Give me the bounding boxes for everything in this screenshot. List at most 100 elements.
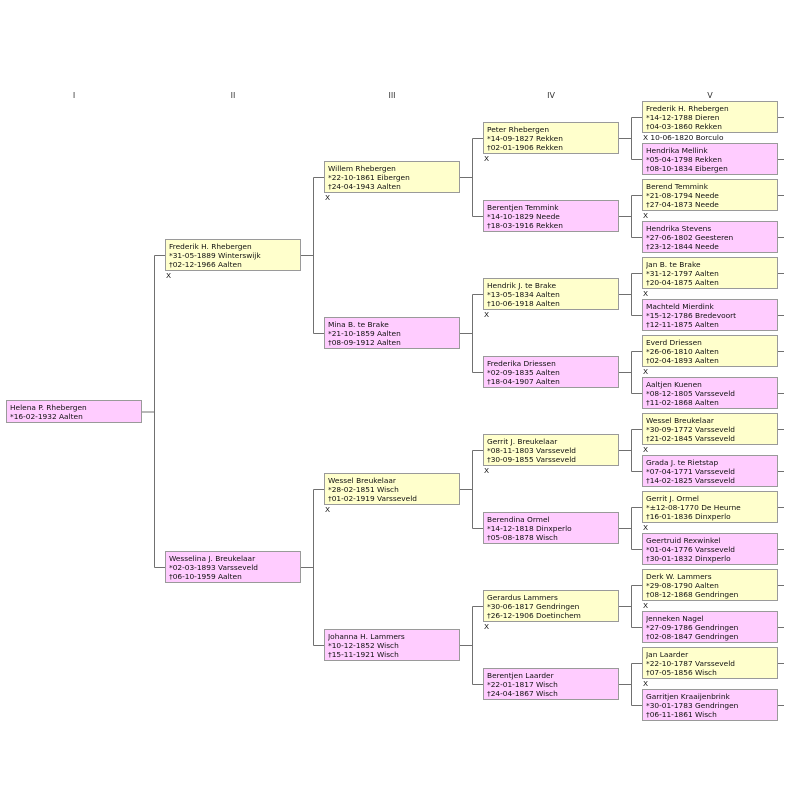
person-name: Hendrika Stevens (646, 224, 712, 233)
person-box[interactable]: Gerardus Lammers*30-06-1817 Gendringen†2… (483, 590, 619, 622)
marriage-marker: X (643, 523, 649, 532)
birth-date: *15-12-1786 Bredevoort (646, 311, 737, 320)
birth-date: *14-12-1788 Dieren (646, 113, 720, 122)
person-box[interactable]: Hendrik J. te Brake*13-05-1834 Aalten†10… (483, 278, 619, 310)
person-box[interactable]: Geertruid Rexwinkel*01-04-1776 Varssevel… (642, 533, 778, 565)
person-name: Berentjen Temmink (487, 203, 559, 212)
person-box[interactable]: Helena P. Rhebergen*16-02-1932 Aalten (6, 400, 142, 423)
person-box[interactable]: Gerrit J. Ormel*±12-08-1770 De Heurne†16… (642, 491, 778, 523)
person-name: Derk W. Lammers (646, 572, 712, 581)
birth-date: *22-10-1861 Eibergen (328, 173, 410, 182)
marriage-marker: X (643, 679, 649, 688)
marriage-marker: X 10-06-1820 Borculo (643, 133, 724, 142)
person-name: Geertruid Rexwinkel (646, 536, 721, 545)
person-box[interactable]: Gerrit J. Breukelaar*08-11-1803 Varsseve… (483, 434, 619, 466)
death-date: †26-12-1906 Doetinchem (487, 611, 581, 620)
marriage-marker: X (484, 622, 490, 631)
birth-date: *10-12-1852 Wisch (328, 641, 399, 650)
death-date: †16-01-1836 Dinxperlo (646, 512, 731, 521)
person-box[interactable]: Frederika Driessen*02-09-1835 Aalten†18-… (483, 356, 619, 388)
person-name: Grada J. te Rietstap (646, 458, 719, 467)
person-box[interactable]: Mina B. te Brake*21-10-1859 Aalten†08-09… (324, 317, 460, 349)
death-date: †27-04-1873 Neede (646, 200, 719, 209)
person-name: Peter Rhebergen (487, 125, 550, 134)
birth-date: *31-12-1797 Aalten (646, 269, 719, 278)
person-name: Frederika Driessen (487, 359, 556, 368)
death-date: †23-12-1844 Neede (646, 242, 719, 251)
person-box[interactable]: Johanna H. Lammers*10-12-1852 Wisch†15-1… (324, 629, 460, 661)
person-box[interactable]: Berendina Ormel*14-12-1818 Dinxperlo†05-… (483, 512, 619, 544)
person-name: Gerrit J. Ormel (646, 494, 699, 503)
person-name: Machteld Mierdink (646, 302, 714, 311)
death-date: †06-11-1861 Wisch (646, 710, 717, 719)
person-name: Hendrik J. te Brake (487, 281, 557, 290)
marriage-marker: X (325, 193, 331, 202)
person-box[interactable]: Everd Driessen*26-06-1810 Aalten†02-04-1… (642, 335, 778, 367)
birth-date: *16-02-1932 Aalten (10, 412, 83, 421)
death-date: †01-02-1919 Varsseveld (328, 494, 417, 503)
person-name: Wessel Breukelaar (646, 416, 714, 425)
death-date: †02-04-1893 Aalten (646, 356, 719, 365)
person-box[interactable]: Berentjen Laarder*22-01-1817 Wisch†24-04… (483, 668, 619, 700)
person-name: Wessel Breukelaar (328, 476, 396, 485)
person-name: Frederik H. Rhebergen (646, 104, 729, 113)
person-box[interactable]: Jenneken Nagel*27-09-1786 Gendringen†02-… (642, 611, 778, 643)
marriage-marker: X (325, 505, 331, 514)
marriage-marker: X (643, 289, 649, 298)
death-date: †12-11-1875 Aalten (646, 320, 719, 329)
person-box[interactable]: Peter Rhebergen*14-09-1827 Rekken†02-01-… (483, 122, 619, 154)
person-name: Jan B. te Brake (646, 260, 701, 269)
person-name: Garritjen Kraaijenbrink (646, 692, 730, 701)
birth-date: *29-08-1790 Aalten (646, 581, 719, 590)
person-box[interactable]: Berentjen Temmink*14-10-1829 Neede†18-03… (483, 200, 619, 232)
person-name: Jenneken Nagel (646, 614, 704, 623)
death-date: †21-02-1845 Varsseveld (646, 434, 735, 443)
birth-date: *02-03-1893 Varsseveld (169, 563, 258, 572)
person-box[interactable]: Wessel Breukelaar*30-09-1772 Varsseveld†… (642, 413, 778, 445)
person-name: Hendrika Mellink (646, 146, 708, 155)
birth-date: *08-11-1803 Varsseveld (487, 446, 576, 455)
person-box[interactable]: Frederik H. Rhebergen*31-05-1889 Winters… (165, 239, 301, 271)
death-date: †08-10-1834 Eibergen (646, 164, 728, 173)
person-name: Gerrit J. Breukelaar (487, 437, 558, 446)
person-box[interactable]: Hendrika Mellink*05-04-1798 Rekken†08-10… (642, 143, 778, 175)
death-date: †14-02-1825 Varsseveld (646, 476, 735, 485)
marriage-marker: X (643, 367, 649, 376)
person-box[interactable]: Jan Laarder*22-10-1787 Varsseveld†07-05-… (642, 647, 778, 679)
birth-date: *22-10-1787 Varsseveld (646, 659, 735, 668)
birth-date: *21-10-1859 Aalten (328, 329, 401, 338)
death-date: †15-11-1921 Wisch (328, 650, 399, 659)
marriage-marker: X (643, 211, 649, 220)
generation-label-1: I (72, 91, 76, 100)
death-date: †11-02-1868 Aalten (646, 398, 719, 407)
generation-label-4: IV (547, 91, 555, 100)
person-box[interactable]: Wesselina J. Breukelaar*02-03-1893 Varss… (165, 551, 301, 583)
person-box[interactable]: Aaltjen Kuenen*08-12-1805 Varsseveld†11-… (642, 377, 778, 409)
person-box[interactable]: Machteld Mierdink*15-12-1786 Bredevoort†… (642, 299, 778, 331)
generation-label-3: III (388, 91, 396, 100)
person-box[interactable]: Berend Temmink*21-08-1794 Neede†27-04-18… (642, 179, 778, 211)
person-box[interactable]: Garritjen Kraaijenbrink*30-01-1783 Gendr… (642, 689, 778, 721)
death-date: †30-01-1832 Dinxperlo (646, 554, 731, 563)
connector-lines (142, 117, 784, 706)
death-date: †04-03-1860 Rekken (646, 122, 722, 131)
birth-date: *30-01-1783 Gendringen (646, 701, 739, 710)
person-box[interactable]: Hendrika Stevens*27-06-1802 Geesteren†23… (642, 221, 778, 253)
person-box[interactable]: Derk W. Lammers*29-08-1790 Aalten†08-12-… (642, 569, 778, 601)
death-date: †20-04-1875 Aalten (646, 278, 719, 287)
person-box[interactable]: Grada J. te Rietstap*07-04-1771 Varsseve… (642, 455, 778, 487)
person-name: Frederik H. Rhebergen (169, 242, 252, 251)
birth-date: *14-10-1829 Neede (487, 212, 560, 221)
person-name: Wesselina J. Breukelaar (169, 554, 256, 563)
birth-date: *22-01-1817 Wisch (487, 680, 558, 689)
death-date: †30-09-1855 Varsseveld (487, 455, 576, 464)
person-name: Helena P. Rhebergen (10, 403, 87, 412)
birth-date: *26-06-1810 Aalten (646, 347, 719, 356)
person-box[interactable]: Frederik H. Rhebergen*14-12-1788 Dieren†… (642, 101, 778, 133)
person-box[interactable]: Willem Rhebergen*22-10-1861 Eibergen†24-… (324, 161, 460, 193)
death-date: †24-04-1943 Aalten (328, 182, 401, 191)
death-date: †02-12-1966 Aalten (169, 260, 242, 269)
person-box[interactable]: Jan B. te Brake*31-12-1797 Aalten†20-04-… (642, 257, 778, 289)
person-name: Johanna H. Lammers (328, 632, 405, 641)
person-box[interactable]: Wessel Breukelaar*28-02-1851 Wisch†01-02… (324, 473, 460, 505)
